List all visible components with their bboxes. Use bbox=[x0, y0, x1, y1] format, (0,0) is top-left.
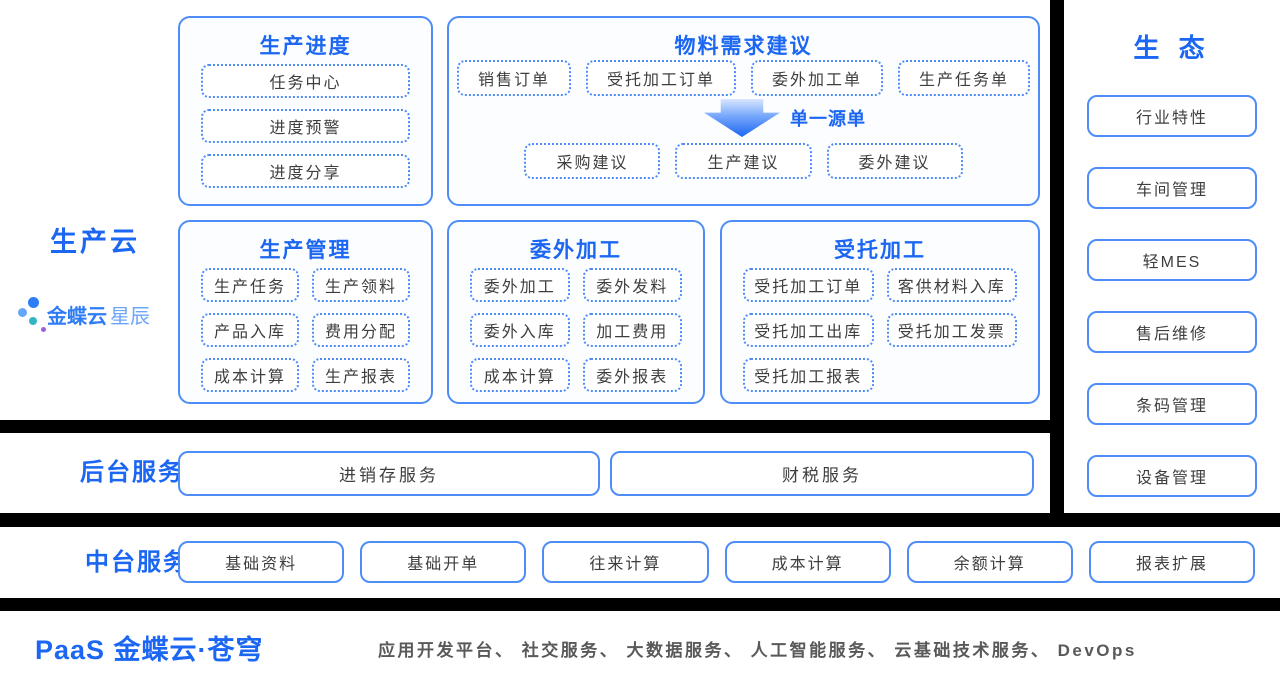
logo-dot-blue-icon bbox=[28, 297, 39, 308]
service-report-extension: 报表扩展 bbox=[1088, 541, 1256, 583]
module-sales-order: 销售订单 bbox=[456, 60, 571, 96]
service-transaction-calc: 往来计算 bbox=[542, 541, 709, 583]
eco-workshop-management: 车间管理 bbox=[1087, 167, 1257, 209]
service-inventory: 进销存服务 bbox=[178, 451, 600, 496]
horizontal-divider-bar-3 bbox=[0, 598, 1280, 611]
module-outsourcing-suggestion: 委外建议 bbox=[826, 143, 963, 179]
production-cloud-label: 生产云 bbox=[50, 227, 140, 257]
module-production-picking: 生产领料 bbox=[312, 268, 410, 302]
module-outsourcing-order: 委外加工单 bbox=[751, 60, 884, 96]
paas-row: PaaS 金蝶云·苍穹 应用开发平台、 社交服务、 大数据服务、 人工智能服务、… bbox=[0, 611, 1280, 690]
service-basic-billing: 基础开单 bbox=[360, 541, 527, 583]
module-production-task-order: 生产任务单 bbox=[898, 60, 1031, 96]
module-product-inbound: 产品入库 bbox=[201, 313, 299, 347]
panel-title: 受托加工 bbox=[834, 239, 926, 262]
module-outsourcing-inbound: 委外入库 bbox=[470, 313, 570, 347]
panel-production-progress: 生产进度 任务中心 进度预警 进度分享 bbox=[178, 16, 433, 206]
panel-title: 生产进度 bbox=[259, 35, 352, 58]
logo-dot-purple-icon bbox=[41, 327, 46, 332]
management-items: 生产任务 生产领料 产品入库 费用分配 成本计算 生产报表 bbox=[201, 268, 410, 392]
vertical-divider-bar bbox=[1050, 0, 1064, 513]
backend-services-label: 后台服务 bbox=[80, 459, 184, 486]
horizontal-divider-bar-2 bbox=[0, 513, 1280, 527]
module-production-task: 生产任务 bbox=[201, 268, 299, 302]
outsourcing-items: 委外加工 委外发料 委外入库 加工费用 成本计算 委外报表 bbox=[470, 268, 682, 392]
logo-dot-teal-icon bbox=[29, 317, 37, 325]
service-balance-calc: 余额计算 bbox=[906, 541, 1073, 583]
down-arrow-icon bbox=[704, 99, 780, 137]
module-consignment-invoice: 受托加工发票 bbox=[886, 313, 1017, 347]
kingdee-logo: 金蝶云星辰 bbox=[0, 140, 175, 332]
eco-industry-features: 行业特性 bbox=[1087, 95, 1257, 137]
panel-title: 物料需求建议 bbox=[674, 35, 813, 58]
module-cost-calculation: 成本计算 bbox=[470, 358, 570, 392]
module-outsourcing-issue: 委外发料 bbox=[582, 268, 682, 302]
middle-services-boxes: 基础资料 基础开单 往来计算 成本计算 余额计算 报表扩展 bbox=[178, 541, 1256, 583]
ecosystem-column: 生 态 行业特性 车间管理 轻MES 售后维修 条码管理 设备管理 bbox=[1064, 0, 1280, 513]
module-consignment-order: 受托加工订单 bbox=[585, 60, 736, 96]
service-basic-data: 基础资料 bbox=[178, 541, 345, 583]
logo-text: 金蝶云星辰 bbox=[47, 300, 150, 329]
paas-label: PaaS 金蝶云·苍穹 bbox=[35, 635, 264, 665]
single-source-label: 单一源单 bbox=[790, 109, 866, 129]
eco-light-mes: 轻MES bbox=[1087, 239, 1257, 281]
module-production-report: 生产报表 bbox=[312, 358, 410, 392]
eco-after-sales-maintenance: 售后维修 bbox=[1087, 311, 1257, 353]
ecosystem-title: 生 态 bbox=[1133, 33, 1211, 63]
panel-consignment: 受托加工 受托加工订单 客供材料入库 受托加工出库 受托加工发票 受托加工报表 bbox=[720, 220, 1040, 404]
eco-barcode-management: 条码管理 bbox=[1087, 383, 1257, 425]
module-customer-material-inbound: 客供材料入库 bbox=[886, 268, 1017, 302]
panel-material-requirements: 物料需求建议 销售订单 受托加工订单 委外加工单 生产任务单 单一源单 采购建议… bbox=[447, 16, 1040, 206]
module-consignment-order: 受托加工订单 bbox=[743, 268, 874, 302]
horizontal-divider-bar-1 bbox=[0, 420, 1050, 433]
eco-equipment-management: 设备管理 bbox=[1087, 455, 1257, 497]
material-suggestion-row: 采购建议 生产建议 委外建议 bbox=[449, 143, 1038, 179]
logo-dot-lightblue-icon bbox=[18, 308, 27, 317]
panel-title: 生产管理 bbox=[259, 239, 352, 262]
middle-services-row: 中台服务 基础资料 基础开单 往来计算 成本计算 余额计算 报表扩展 bbox=[0, 527, 1280, 598]
panel-outsourcing: 委外加工 委外加工 委外发料 委外入库 加工费用 成本计算 委外报表 bbox=[447, 220, 705, 404]
logo-text-secondary: 星辰 bbox=[110, 306, 150, 328]
paas-services-list: 应用开发平台、 社交服务、 大数据服务、 人工智能服务、 云基础技术服务、 De… bbox=[378, 641, 1137, 660]
module-outsourcing-report: 委外报表 bbox=[582, 358, 682, 392]
progress-items: 任务中心 进度预警 进度分享 bbox=[201, 64, 410, 188]
module-production-suggestion: 生产建议 bbox=[675, 143, 812, 179]
module-consignment-outbound: 受托加工出库 bbox=[743, 313, 874, 347]
service-cost-calc: 成本计算 bbox=[724, 541, 891, 583]
module-consignment-report: 受托加工报表 bbox=[743, 358, 874, 392]
service-finance-tax: 财税服务 bbox=[610, 451, 1034, 496]
consignment-items: 受托加工订单 客供材料入库 受托加工出库 受托加工发票 受托加工报表 bbox=[743, 268, 1017, 392]
module-cost-calculation: 成本计算 bbox=[201, 358, 299, 392]
module-purchase-suggestion: 采购建议 bbox=[524, 143, 661, 179]
panel-title: 委外加工 bbox=[530, 239, 622, 262]
module-processing-fee: 加工费用 bbox=[582, 313, 682, 347]
material-source-row: 销售订单 受托加工订单 委外加工单 生产任务单 bbox=[449, 60, 1038, 96]
panel-production-management: 生产管理 生产任务 生产领料 产品入库 费用分配 成本计算 生产报表 bbox=[178, 220, 433, 404]
backend-services-row: 后台服务 进销存服务 财税服务 bbox=[0, 433, 1050, 513]
module-progress-alert: 进度预警 bbox=[201, 109, 410, 143]
arrow-band: 单一源单 bbox=[449, 96, 1038, 143]
module-progress-share: 进度分享 bbox=[201, 154, 410, 188]
module-task-center: 任务中心 bbox=[201, 64, 410, 98]
module-cost-allocation: 费用分配 bbox=[312, 313, 410, 347]
module-outsourcing-process: 委外加工 bbox=[470, 268, 570, 302]
logo-text-primary: 金蝶云 bbox=[47, 306, 107, 328]
middle-services-label: 中台服务 bbox=[85, 549, 189, 576]
